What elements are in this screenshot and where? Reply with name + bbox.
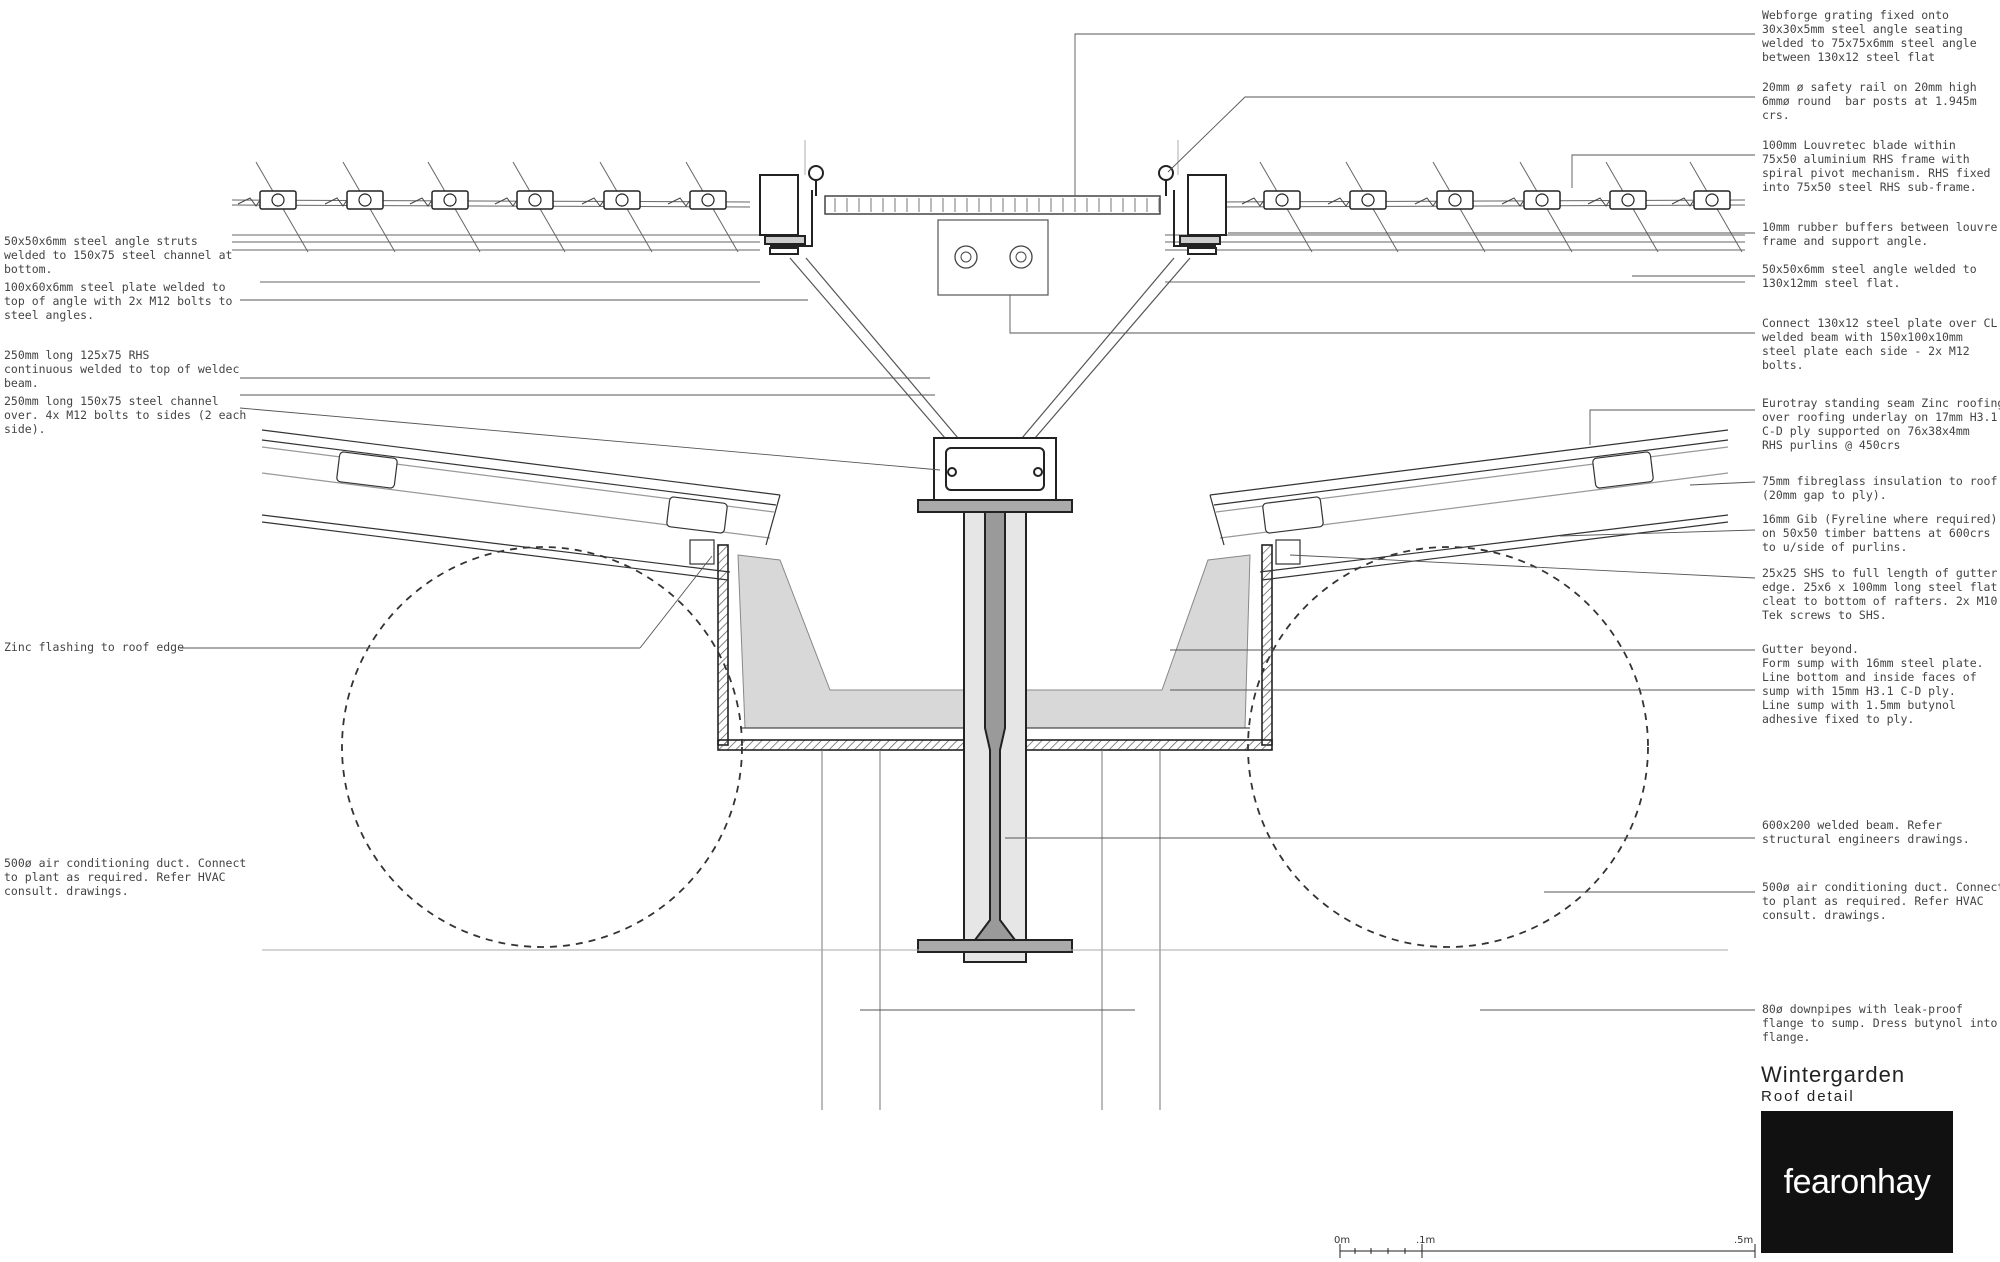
louvre-blade [324,161,396,253]
bolt-plate [937,219,1049,296]
louvre-blade [581,161,653,253]
firm-logo: fearonhay [1761,1111,1953,1253]
note-right-9: 25x25 SHS to full length of gutter edge.… [1762,566,1998,622]
support-frame-left [759,140,824,255]
webforge-grating [824,195,1161,215]
note-right-1: 20mm ø safety rail on 20mm high 6mmø rou… [1762,80,1977,122]
louvre-blade [667,161,739,253]
downpipes [821,750,1161,1110]
support-frame-right [1158,140,1227,255]
note-right-2: 100mm Louvretec blade within 75x50 alumi… [1762,138,1991,194]
louvre-blade [1587,161,1659,253]
ac-ducts [341,546,1649,948]
roof-right [1209,429,1729,581]
note-left-5: 500ø air conditioning duct. Connect to p… [4,856,247,898]
angle-struts [789,257,1191,439]
note-right-10: Gutter beyond. Form sump with 16mm steel… [1762,642,1984,726]
note-left-4: Zinc flashing to roof edge [4,640,185,654]
note-right-8: 16mm Gib (Fyreline where required) on 50… [1762,512,1998,554]
louvre-blade [1241,161,1313,253]
note-left-0: 50x50x6mm steel angle struts welded to 1… [4,234,233,276]
louvre-blade [409,161,481,253]
rhs-channel [933,437,1057,501]
note-right-5: Connect 130x12 steel plate over CL welde… [1762,316,1998,372]
drawing-title: Roof detail [1761,1088,1855,1105]
note-right-0: Webforge grating fixed onto 30x30x5mm st… [1762,8,1977,64]
welded-beam [917,499,1073,963]
louvre-blade [237,161,309,253]
note-right-7: 75mm fibreglass insulation to roof (20mm… [1762,474,1998,502]
note-right-3: 10mm rubber buffers between louvre frame… [1762,220,1998,248]
note-right-11: 600x200 welded beam. Refer structural en… [1762,818,1970,846]
louvre-blade [1414,161,1486,253]
note-right-12: 500ø air conditioning duct. Connect to p… [1762,880,2000,922]
louvre-blades [237,161,1743,253]
louvre-blade [1671,161,1743,253]
louvre-blade [1501,161,1573,253]
firm-name: fearonhay [1783,1163,1931,1201]
louvre-blade [494,161,566,253]
louvre-array-left [231,199,760,283]
note-right-4: 50x50x6mm steel angle welded to 130x12mm… [1762,262,1977,290]
note-left-1: 100x60x6mm steel plate welded to top of … [4,280,233,322]
louvre-blade [1327,161,1399,253]
scale-label-2: .5m [1734,1235,1754,1246]
note-right-13: 80ø downpipes with leak-proof flange to … [1762,1002,1998,1044]
scale-label-0: 0m [1334,1235,1351,1246]
note-right-6: Eurotray standing seam Zinc roofing over… [1762,396,2000,452]
note-left-2: 250mm long 125x75 RHS continuous welded … [4,348,240,390]
scale-label-1: .1m [1416,1235,1436,1246]
louvre-array-right [1165,199,1746,283]
leader-lines [180,33,1756,1011]
roof-left [261,429,781,581]
scale-bar [1339,1244,1756,1258]
note-left-3: 250mm long 150x75 steel channel over. 4x… [4,394,247,436]
project-title: Wintergarden [1761,1062,1906,1087]
